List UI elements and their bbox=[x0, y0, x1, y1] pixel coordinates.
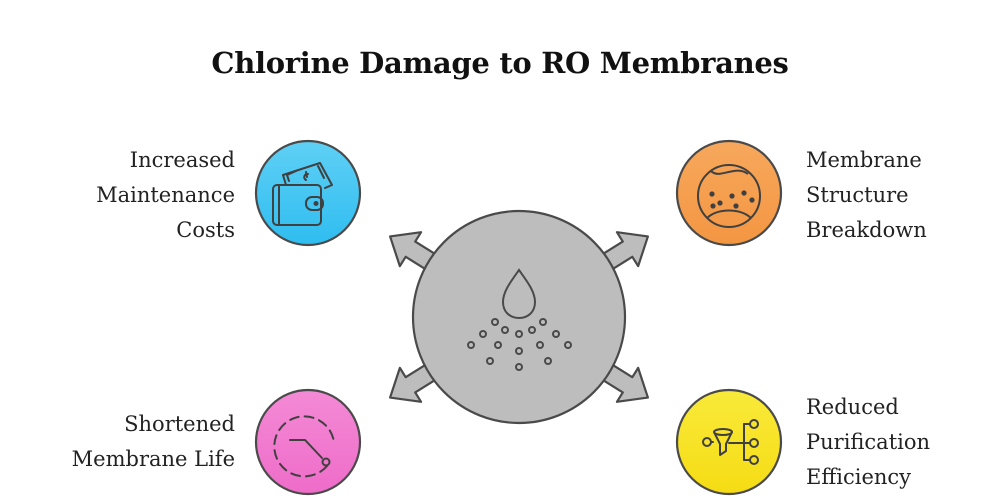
label-line: Maintenance bbox=[96, 183, 235, 207]
central-node bbox=[411, 209, 627, 425]
label-structure-breakdown: Membrane Structure Breakdown bbox=[806, 143, 927, 248]
label-line: Structure bbox=[806, 183, 909, 207]
label-purification-efficiency: Reduced Purification Efficiency bbox=[806, 390, 930, 495]
label-maintenance-costs: Increased Maintenance Costs bbox=[96, 143, 235, 248]
label-line: Shortened bbox=[124, 412, 235, 436]
node-membrane-life bbox=[254, 388, 362, 496]
label-line: Efficiency bbox=[806, 465, 912, 489]
timer-dashed-clock-icon bbox=[273, 415, 335, 478]
label-line: Membrane Life bbox=[71, 447, 235, 471]
chlorine-drop-dispersion-icon bbox=[467, 268, 572, 371]
node-purification-efficiency bbox=[675, 388, 783, 496]
wallet-money-icon bbox=[272, 162, 333, 226]
label-line: Increased bbox=[129, 148, 235, 172]
page-title: Chlorine Damage to RO Membranes bbox=[211, 46, 789, 80]
node-structure-breakdown bbox=[675, 139, 783, 247]
damaged-membrane-icon bbox=[697, 164, 761, 228]
filter-funnel-branch-icon bbox=[702, 419, 759, 465]
label-line: Reduced bbox=[806, 395, 899, 419]
label-line: Purification bbox=[806, 430, 931, 454]
label-membrane-life: Shortened Membrane Life bbox=[72, 407, 235, 477]
label-line: Breakdown bbox=[806, 218, 927, 242]
node-maintenance-costs bbox=[254, 139, 362, 247]
label-line: Membrane bbox=[806, 148, 922, 172]
label-line: Costs bbox=[176, 218, 235, 242]
